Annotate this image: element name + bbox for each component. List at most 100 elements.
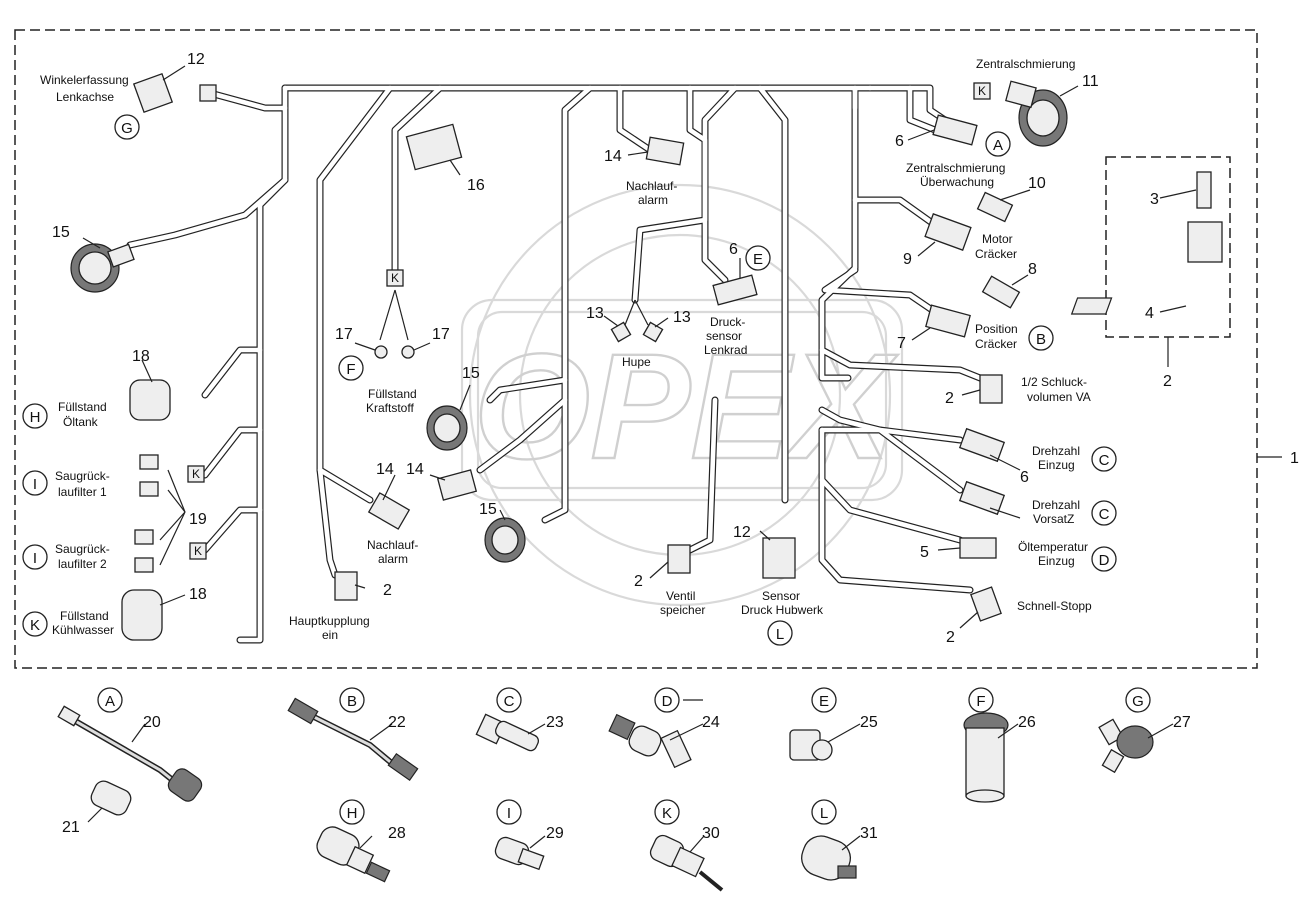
callout-27: 27: [1173, 714, 1191, 731]
label-dz-einzug-1: Drehzahl: [1032, 444, 1080, 458]
label-position-2: Cräcker: [975, 337, 1017, 351]
callout-7: 7: [897, 335, 906, 352]
marker-I-2: I: [33, 550, 37, 567]
label-oeltemp-2: Einzug: [1038, 554, 1075, 568]
callout-29: 29: [546, 825, 564, 842]
part-31-sensor: [801, 835, 857, 881]
label-saug1-2: laufilter 1: [58, 485, 107, 499]
connector-18-bot: [121, 589, 163, 641]
catalogue-letter-G: G: [1132, 693, 1144, 710]
callout-4: 4: [1145, 305, 1154, 322]
connector-7: [925, 304, 971, 338]
label-haupt-2: ein: [322, 628, 338, 642]
label-schnell: Schnell-Stopp: [1017, 599, 1092, 613]
label-position-1: Position: [975, 322, 1018, 336]
plug-2-kit: [1187, 221, 1223, 263]
callout-30: 30: [702, 825, 720, 842]
label-fuell-oel-1: Füllstand: [58, 400, 107, 414]
connector-19-d: [134, 557, 154, 573]
callout-13-right: 13: [673, 309, 691, 326]
callout-20: 20: [143, 714, 161, 731]
callout-22: 22: [388, 714, 406, 731]
marker-I-1: I: [33, 476, 37, 493]
part-27-sensor: [1098, 718, 1154, 774]
connector-19-b: [139, 481, 159, 497]
label-druck-1: Druck-: [710, 315, 745, 329]
connector-16: [405, 123, 463, 171]
label-hupe: Hupe: [622, 355, 651, 369]
label-fuell-kuehl-1: Füllstand: [60, 609, 109, 623]
catalogue-letter-A: A: [105, 693, 115, 710]
part-30-sensor: [649, 834, 724, 892]
label-motor-1: Motor: [982, 232, 1013, 246]
marker-E: E: [753, 251, 763, 268]
callout-11: 11: [1082, 73, 1099, 90]
connector-14-left: [367, 492, 411, 530]
callout-15-mid: 15: [462, 365, 480, 382]
callout-14-left: 14: [376, 461, 394, 478]
terminal-17-b: [401, 345, 415, 359]
callout-2-schluck: 2: [945, 390, 954, 407]
callout-25: 25: [860, 714, 878, 731]
part-23-sensor: [475, 713, 539, 752]
callout-12-bot: 12: [733, 524, 751, 541]
connector-10: [976, 191, 1014, 223]
catalogue-letter-L: L: [820, 805, 828, 822]
callout-3: 3: [1150, 191, 1159, 208]
catalogue-letter-C: C: [504, 693, 515, 710]
callout-19: 19: [189, 511, 207, 528]
part-21-plug: [90, 780, 132, 816]
catalogue-letter-F: F: [976, 693, 985, 710]
part-26-sensor: [963, 712, 1009, 803]
callout-14-mid: 14: [406, 461, 424, 478]
connector-2-schnell: [970, 586, 1002, 622]
callout-24: 24: [702, 714, 720, 731]
callout-23: 23: [546, 714, 564, 731]
harness-connectors: [70, 72, 1223, 641]
callout-14-top: 14: [604, 148, 622, 165]
kit-frame: [1105, 156, 1231, 338]
connector-2-haupt: [334, 571, 358, 601]
part-28-sensor: [316, 826, 391, 883]
screw-3: [1196, 171, 1212, 209]
round-connector-15-mid: [426, 405, 468, 451]
label-fuell-oel-2: Öltank: [63, 415, 99, 429]
leader-lines: [82, 65, 1197, 629]
marker-C-2: C: [1099, 506, 1110, 523]
marker-L: L: [776, 626, 784, 643]
connector-14-top: [645, 136, 685, 166]
callout-2-ventil: 2: [634, 573, 643, 590]
callout-15-bot: 15: [479, 501, 497, 518]
connector-19-c: [134, 529, 154, 545]
wire-harness: [126, 84, 984, 644]
callout-6-mid: 6: [729, 241, 738, 258]
connector-8: [981, 275, 1021, 309]
marker-C-1: C: [1099, 452, 1110, 469]
label-nachlauf-bot-1: Nachlauf-: [367, 538, 418, 552]
callout-2-haupt: 2: [383, 582, 392, 599]
label-sensor-hub-1: Sensor: [762, 589, 800, 603]
label-nachlauf-top-2: alarm: [638, 193, 668, 207]
callout-28: 28: [388, 825, 406, 842]
label-saug2-2: laufilter 2: [58, 557, 107, 571]
label-fuell-kuehl-2: Kühlwasser: [52, 623, 114, 637]
description-labels: Winkelerfassung Lenkachse Zentralschmier…: [40, 57, 1092, 642]
k-mark-19a: K: [192, 467, 200, 481]
seal-4: [1070, 297, 1113, 315]
callout-18-top: 18: [132, 348, 150, 365]
label-fuell-kraft-1: Füllstand: [368, 387, 417, 401]
connector-6-vorsatz: [958, 480, 1006, 516]
callout-26: 26: [1018, 714, 1036, 731]
label-saug1-1: Saugrück-: [55, 469, 110, 483]
callout-numbers: 1 2 3 4 11 6 10 9 8 7 2 6 5 2 6 14 16 12…: [52, 51, 1299, 646]
label-dz-einzug-2: Einzug: [1038, 458, 1075, 472]
callout-31: 31: [860, 825, 878, 842]
marker-F: F: [346, 361, 355, 378]
connector-2-ventil: [667, 544, 691, 574]
connector-6-mid: [712, 274, 758, 306]
connector-19-a: [139, 454, 159, 470]
label-schluck-1: 1/2 Schluck-: [1021, 375, 1087, 389]
label-oeltemp-1: Öltemperatur: [1018, 540, 1088, 554]
harness-frame: [14, 29, 1258, 669]
